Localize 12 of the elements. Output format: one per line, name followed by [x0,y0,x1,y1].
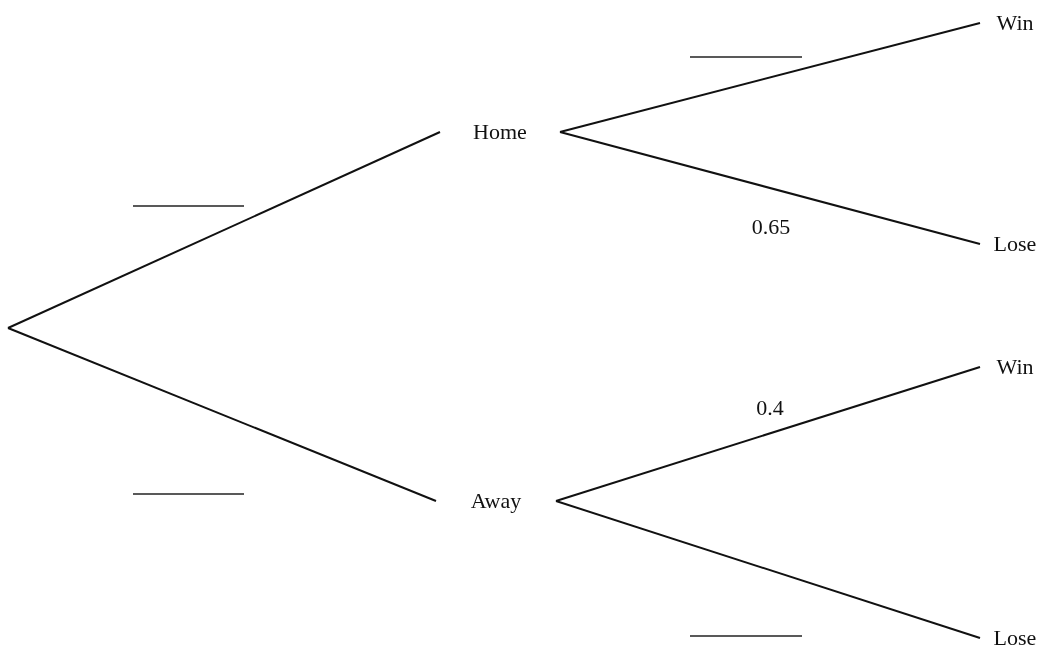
outcome-label: Away [436,486,556,516]
outcome-label: Lose [980,229,1050,259]
branch-line [555,366,981,502]
branch-line [555,500,981,639]
outcome-label: Home [440,117,560,147]
branch-line [7,131,441,329]
outcome-label: Win [980,8,1050,38]
branch-line [7,327,437,502]
outcome-label: Win [980,352,1050,382]
branch-line [559,131,981,245]
branch-line [559,22,981,133]
outcome-label: Lose [980,623,1050,653]
